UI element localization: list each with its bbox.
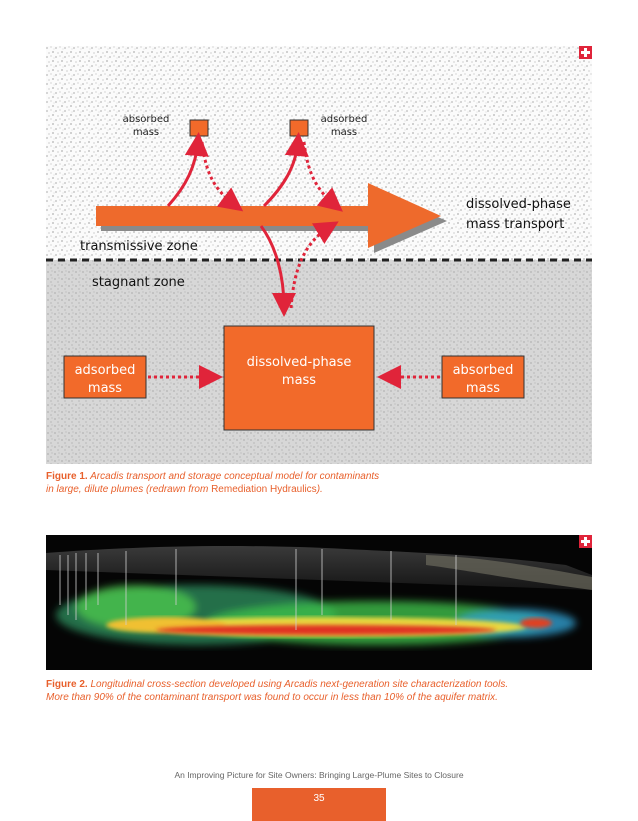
label-left-box-1: adsorbed: [75, 363, 136, 378]
footer-text: An Improving Picture for Site Owners: Br…: [0, 770, 638, 780]
label-right-box-1: absorbed: [453, 363, 514, 378]
figure-2-caption-text-1: Longitudinal cross-section developed usi…: [90, 679, 508, 690]
label-dissolved-box-2: mass: [282, 373, 316, 388]
figure-2-caption-text-2: More than 90% of the contaminant transpo…: [46, 692, 498, 703]
figure-1-caption-title: Figure 1.: [46, 471, 88, 482]
page-number: 35: [313, 793, 324, 804]
label-adsorbed-top-right-1: adsorbed: [321, 114, 368, 125]
figure-1-diagram: absorbed mass adsorbed mass dissolved-ph…: [46, 46, 592, 464]
figure-2-caption-title: Figure 2.: [46, 679, 88, 690]
swiss-cross-icon: [579, 46, 592, 59]
label-left-box-2: mass: [88, 381, 122, 396]
figure-1-caption-text-2c: ).: [317, 484, 323, 495]
label-transport-2: mass transport: [466, 217, 564, 232]
label-absorbed-top-left-1: absorbed: [123, 114, 170, 125]
adsorbed-box-top-left: [190, 120, 208, 136]
label-absorbed-top-left-2: mass: [133, 127, 159, 138]
page-number-tab: 35: [252, 788, 386, 821]
label-transmissive-zone: transmissive zone: [80, 239, 198, 254]
swiss-cross-icon-2: [579, 535, 592, 548]
figure-1-caption-text-1: Arcadis transport and storage conceptual…: [90, 471, 379, 482]
label-right-box-2: mass: [466, 381, 500, 396]
label-stagnant-zone: stagnant zone: [92, 275, 185, 290]
figure-1-caption: Figure 1. Arcadis transport and storage …: [46, 470, 592, 496]
figure-2-cross-section-image: [46, 535, 592, 670]
figure-1-caption-source: Remediation Hydraulics: [211, 484, 317, 495]
adsorbed-box-top-right: [290, 120, 308, 136]
label-adsorbed-top-right-2: mass: [331, 127, 357, 138]
label-dissolved-box-1: dissolved-phase: [247, 355, 352, 370]
label-transport-1: dissolved-phase: [466, 197, 571, 212]
figure-2-caption: Figure 2. Longitudinal cross-section dev…: [46, 678, 592, 704]
figure-1-caption-text-2a: in large, dilute plumes (redrawn from: [46, 484, 211, 495]
